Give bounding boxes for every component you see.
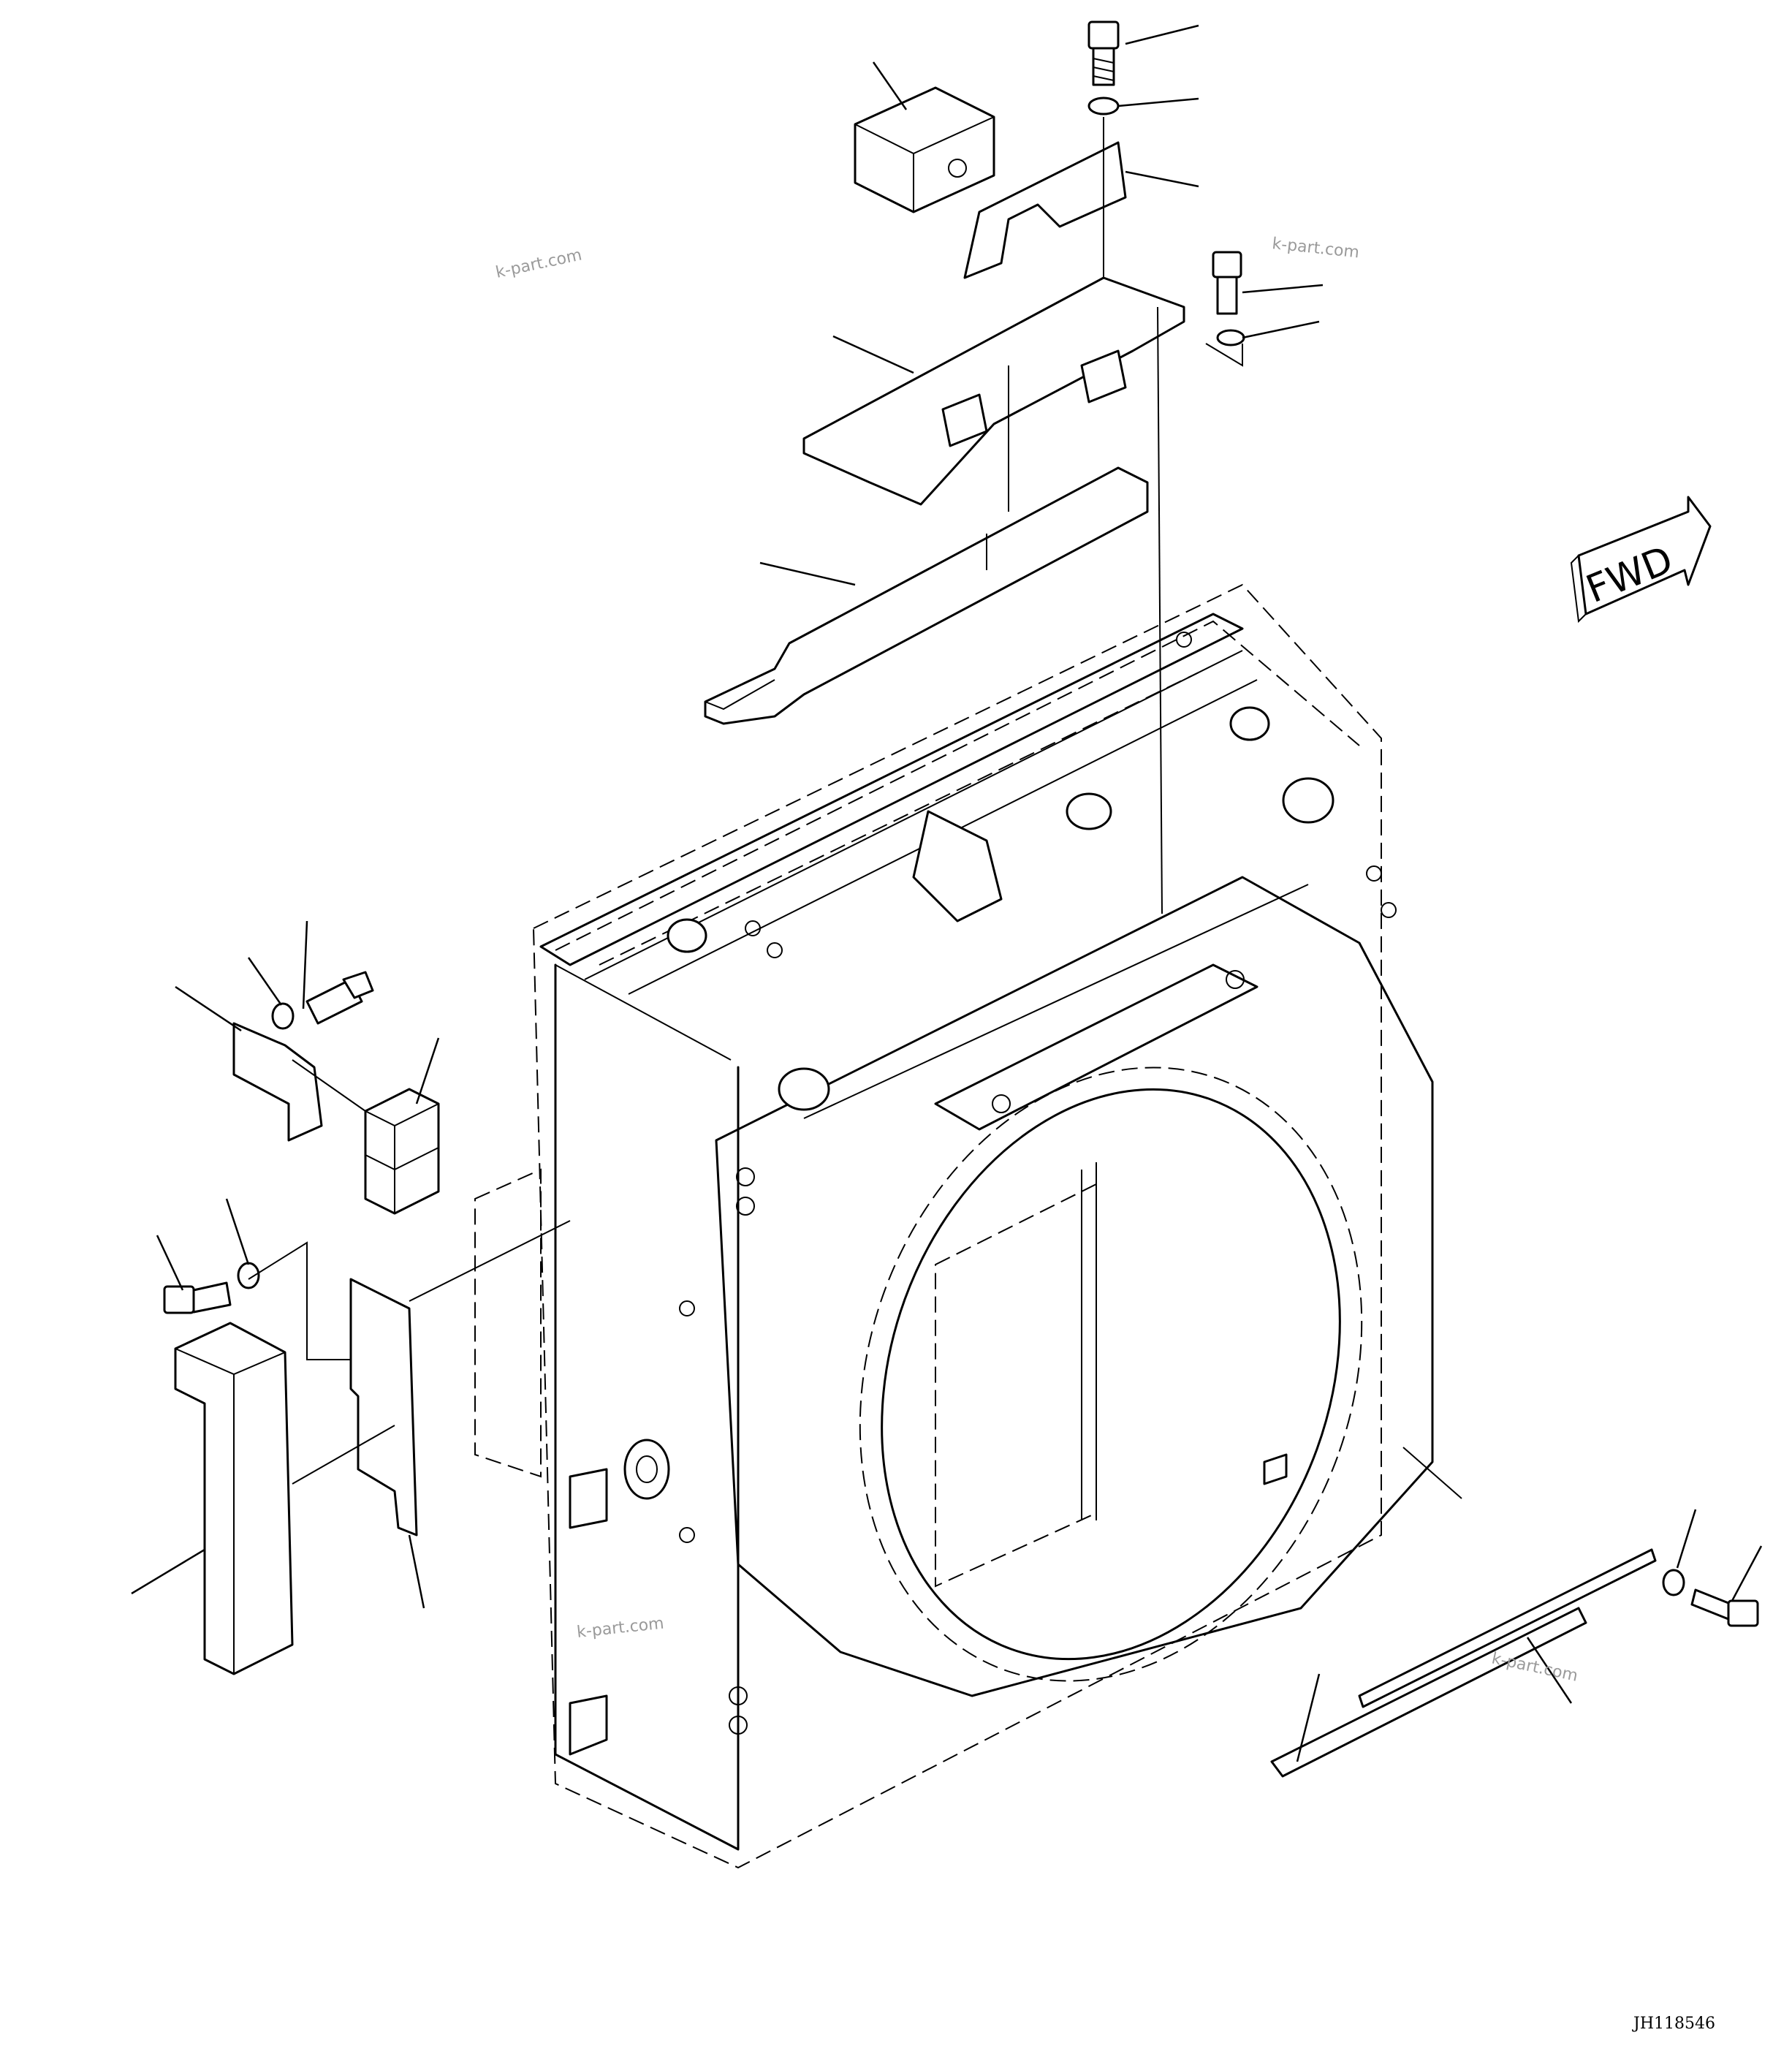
watermark: k-part.com [1490,1649,1579,1685]
bottom-washer [1662,1569,1685,1596]
bottom-bolt [1690,1588,1759,1627]
left-lower-bracket [349,1278,418,1537]
top-mounting-plate [802,276,1185,506]
rubber-rail-seal [704,466,1149,725]
top-small-bracket [963,141,1127,279]
right-top-washer [1216,329,1245,346]
watermark: k-part.com [494,246,583,282]
left-bolt-lower [163,1281,232,1314]
top-cushion-block [854,86,995,213]
bottom-retainer-plate [1358,1548,1657,1708]
top-washer [1087,96,1120,115]
left-bolt-upper [305,971,374,1025]
drawing-code: JH118546 [1632,2015,1715,2033]
left-washer-upper [271,1002,295,1030]
left-upper-bracket [232,1022,323,1142]
fwd-direction-arrow: FWD [1570,496,1712,624]
top-bolt [1087,20,1120,86]
left-cushion-block [364,1088,440,1215]
right-top-bolt [1212,251,1242,315]
radiator-frame-assembly [474,583,1434,1869]
bottom-rubber-strip [1270,1607,1587,1778]
left-side-cover [174,1322,294,1675]
leader-lines [131,24,1763,1762]
watermark: k-part.com [1271,235,1360,262]
watermark: k-part.com [576,1615,665,1642]
